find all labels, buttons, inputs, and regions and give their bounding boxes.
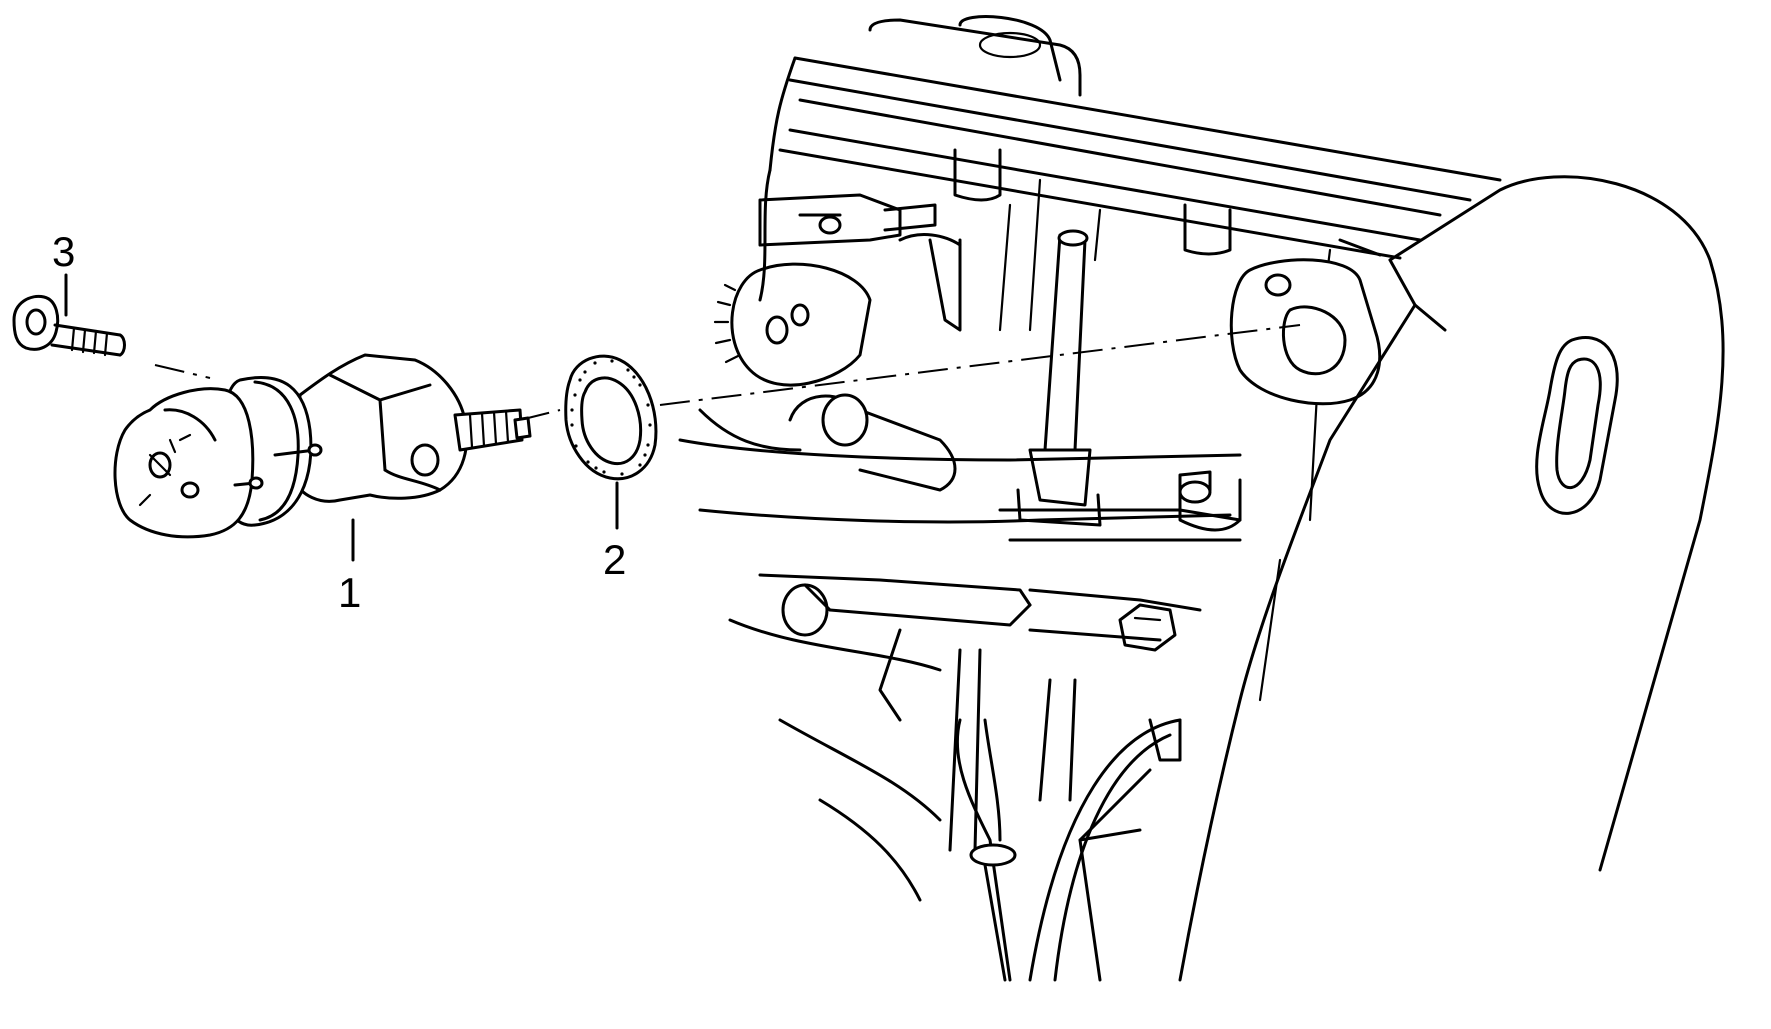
callout-label-2: 2: [603, 536, 626, 583]
gasket-stipple: [570, 359, 652, 476]
part-valve-assembly: [113, 353, 532, 539]
assembly-axis-3: [659, 324, 1301, 406]
engine-block-drawing: [678, 15, 1502, 982]
part-bolt: [12, 294, 126, 357]
assembly-axis: [154, 364, 211, 379]
callout-label-1: 1: [338, 569, 361, 616]
part-gasket: [564, 354, 658, 481]
callout-label-3: 3: [52, 228, 75, 275]
mount-plate: [1178, 175, 1725, 982]
mounting-flange: [1229, 258, 1382, 406]
